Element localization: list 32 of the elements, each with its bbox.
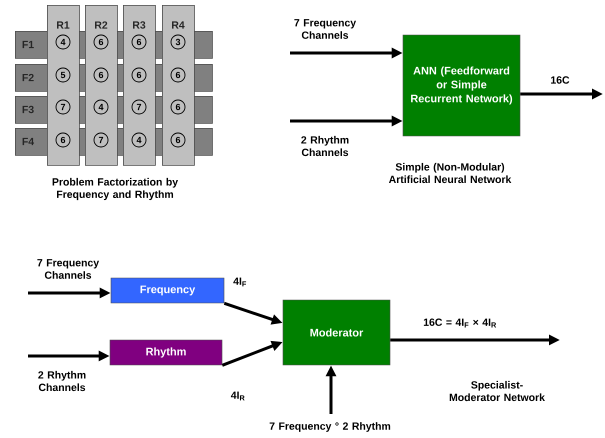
circled-number: 7 — [94, 132, 108, 148]
edge-label: 2 Rhythm Channels — [38, 370, 86, 392]
circled-number: 6 — [170, 132, 186, 148]
process-box: Rhythm — [110, 340, 222, 366]
edge-label: 16C — [551, 76, 570, 84]
circled-number: 7 — [132, 100, 146, 114]
edge-label: 16C = 4I$_{F}$ × 4I$_{R}$ — [424, 318, 496, 328]
process-box: Frequency — [110, 278, 224, 304]
circled-number: 6 — [132, 34, 146, 50]
circled-number: 6 — [56, 132, 70, 148]
circled-number: 4 — [132, 132, 146, 148]
circled-number: 4 — [56, 34, 70, 50]
caption: Specialist-Moderator Network — [450, 380, 545, 402]
process-box: ANN (Feedforward or Simple Recurrent Network) — [402, 34, 520, 136]
edge-label: 4I$_{R}$ — [230, 392, 245, 400]
circled-number: 6 — [94, 68, 108, 82]
circled-number: 6 — [94, 34, 108, 50]
edge-label: 7 Frequency ° 2 Rhythm — [270, 422, 390, 432]
edge-label: 2 Rhythm Channels — [301, 136, 348, 156]
caption: Simple (Non-Modular) Artificial Neural Network — [388, 162, 512, 184]
circled-number: 6 — [170, 100, 186, 114]
circled-number: 6 — [132, 68, 146, 82]
edge-label: 4I$_{F}$ — [233, 278, 246, 286]
circled-number: 5 — [56, 68, 70, 82]
process-box: Moderator — [282, 300, 390, 366]
circled-number: 7 — [56, 100, 70, 114]
circled-number: 4 — [94, 100, 108, 114]
circled-number: 6 — [170, 68, 186, 82]
edge-label: 7 Frequency Channels — [37, 259, 100, 279]
edge-label: 7 Frequency Channels — [294, 19, 356, 39]
caption: Problem Factorization by Frequency and Rhythm — [52, 178, 178, 200]
circled-number: 3 — [170, 34, 186, 50]
